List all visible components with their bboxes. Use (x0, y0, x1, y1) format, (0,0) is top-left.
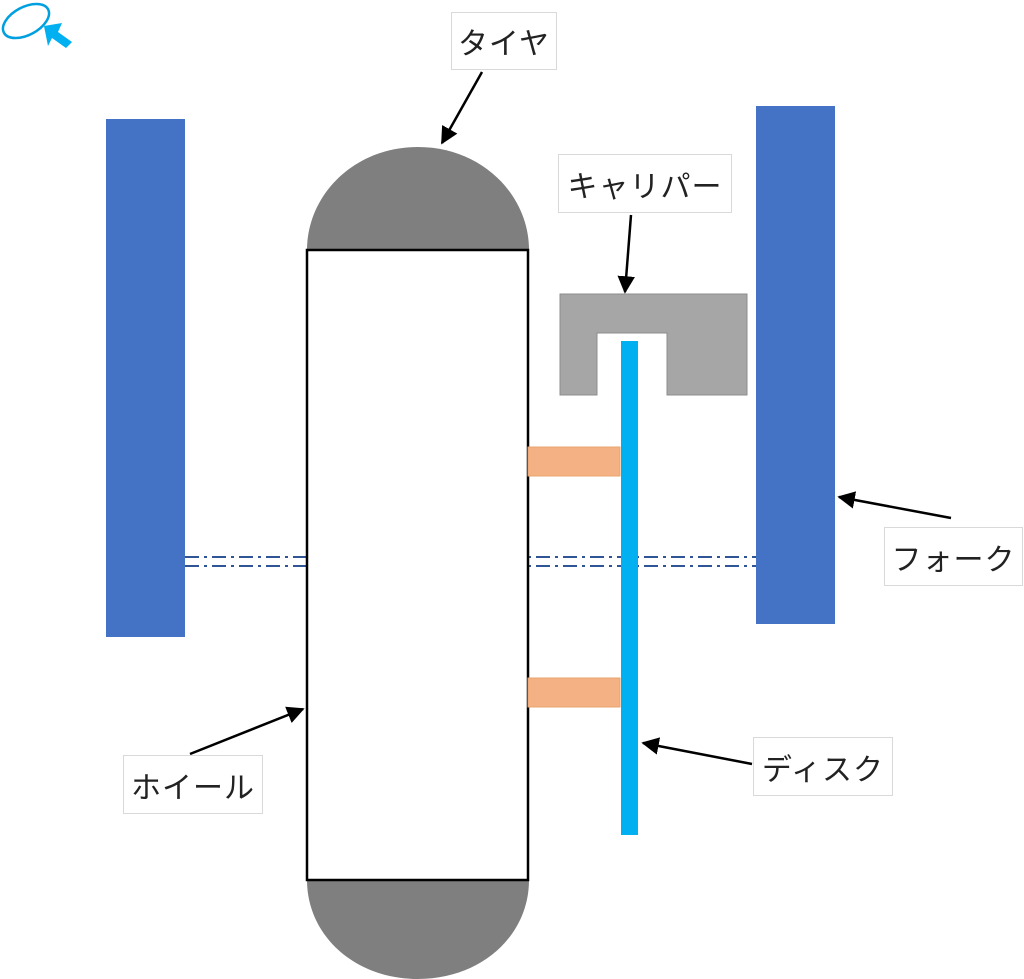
hub-spacer-lower (527, 677, 621, 708)
fork-left (106, 119, 185, 637)
arrow-fork (837, 491, 952, 520)
tire-bottom (307, 880, 529, 979)
arrow-disc (641, 737, 753, 766)
label-caliper: キャリパー (558, 154, 732, 213)
brake-disc (621, 341, 638, 835)
hub-spacer-upper (527, 446, 621, 477)
tire-top (307, 147, 529, 250)
label-wheel: ホイール (123, 755, 263, 814)
cursor-ring-icon (1, 2, 72, 48)
label-tire: タイヤ (451, 12, 557, 70)
wheel-body (305, 248, 530, 882)
label-disc: ディスク (753, 737, 893, 796)
fork-right (756, 106, 835, 624)
label-fork: フォーク (884, 527, 1023, 586)
arrow-tire (440, 71, 484, 145)
arrow-caliper (617, 214, 635, 294)
caliper-body (559, 293, 748, 396)
arrow-wheel (189, 706, 305, 756)
